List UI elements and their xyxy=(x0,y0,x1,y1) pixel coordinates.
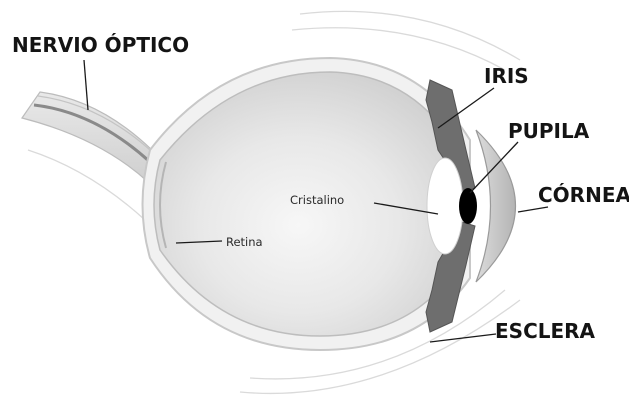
label-sclera: ESCLERA xyxy=(495,319,596,343)
lens xyxy=(427,158,463,254)
label-optic-nerve: NERVIO ÓPTICO xyxy=(12,33,189,57)
cornea-leader xyxy=(518,207,548,212)
label-cornea: CÓRNEA xyxy=(538,183,629,207)
label-lens: Cristalino xyxy=(290,193,344,207)
label-retina: Retina xyxy=(226,235,263,249)
pupil xyxy=(459,188,477,224)
optic-nerve-leader xyxy=(84,60,88,110)
label-pupil: PUPILA xyxy=(508,119,590,143)
label-iris: IRIS xyxy=(484,64,529,88)
cornea xyxy=(476,130,516,282)
